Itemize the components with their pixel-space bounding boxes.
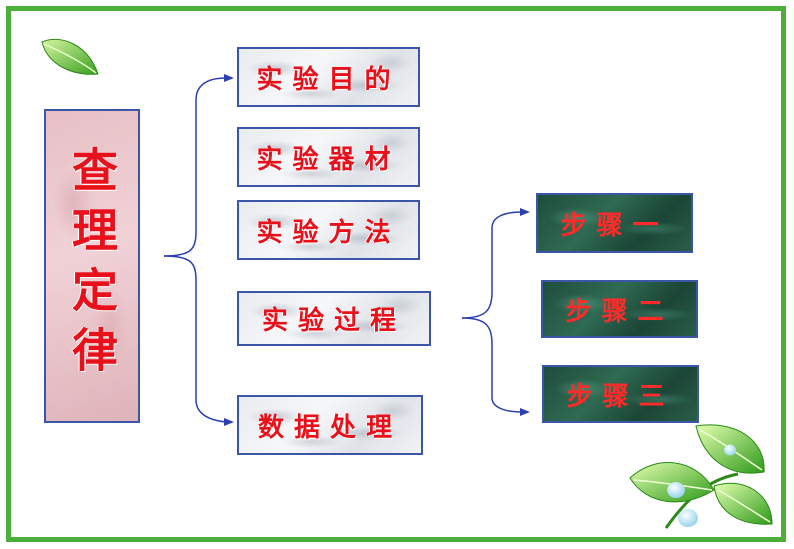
branch-box-process: 实验过程 [237, 291, 431, 346]
branch-label: 实验方法 [256, 217, 401, 248]
branch-box-method: 实验方法 [237, 200, 420, 260]
branch-label: 实验过程 [261, 306, 406, 336]
branch-box-data: 数据处理 [237, 395, 423, 455]
step-label: 步骤一 [560, 210, 669, 241]
leaf-icon [41, 38, 99, 75]
branch-box-purpose: 实验目的 [237, 47, 420, 107]
step-box-3: 步骤三 [542, 365, 699, 423]
branch-label: 实验目的 [256, 64, 401, 95]
step-label: 步骤三 [566, 381, 675, 412]
step-box-2: 步骤二 [541, 280, 698, 338]
step-label: 步骤二 [565, 296, 674, 327]
main-topic-box: 查理定律 [44, 109, 140, 423]
branch-label: 实验器材 [256, 144, 401, 175]
branch-box-equipment: 实验器材 [237, 127, 420, 187]
main-topic-label: 查理定律 [65, 146, 119, 386]
branch-label: 数据处理 [257, 412, 402, 443]
leaves-icon [629, 424, 773, 529]
step-box-1: 步骤一 [536, 193, 693, 253]
